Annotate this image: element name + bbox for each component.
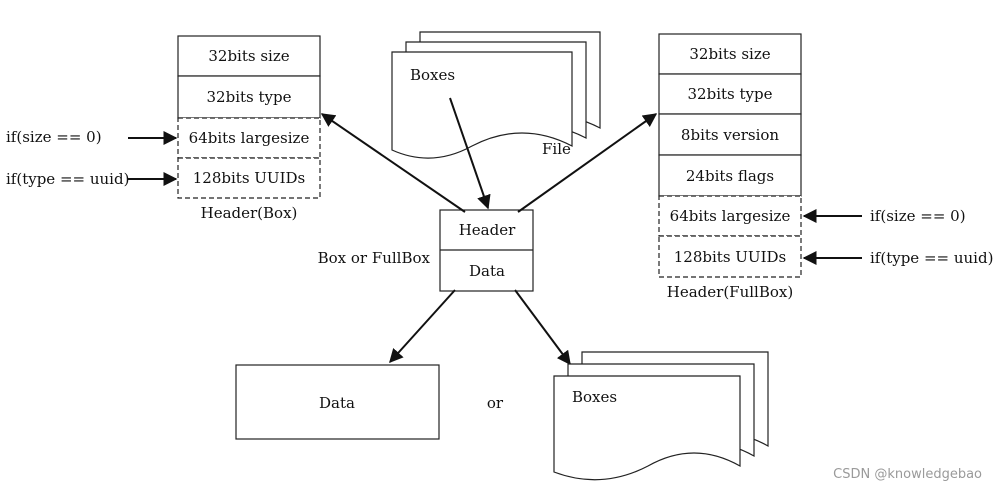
right-row-flags-label: 24bits flags	[686, 167, 774, 185]
bottom-data-box	[235, 364, 440, 440]
header-to-fullbox-header-arrow	[517, 113, 658, 213]
boxes-to-header-arrow	[449, 97, 491, 210]
bottom-boxes-label: Boxes	[572, 388, 617, 406]
header-to-box-header-arrow	[320, 113, 466, 213]
bottom-boxes-stack: Boxes	[553, 351, 769, 481]
left-row-type	[177, 75, 321, 119]
or-label: or	[487, 394, 504, 412]
file-caption: File	[542, 140, 571, 158]
file-page-front	[391, 51, 573, 159]
file-stack: Boxes File	[391, 31, 601, 159]
left-row-uuids	[177, 157, 321, 199]
bottom-data-label: Data	[319, 394, 355, 412]
right-row-uuids-label: 128bits UUIDs	[674, 248, 786, 266]
left-condition-type: if(type == uuid)	[6, 170, 129, 188]
right-condition-size: if(size == 0)	[870, 207, 966, 225]
right-row-size-label: 32bits size	[689, 45, 770, 63]
left-header-caption: Header(Box)	[201, 204, 298, 222]
center-header-label: Header	[459, 221, 516, 239]
left-row-size-label: 32bits size	[208, 47, 289, 65]
center-box-caption: Box or FullBox	[318, 249, 431, 267]
center-data-label: Data	[469, 262, 505, 280]
left-row-type-label: 32bits type	[207, 88, 292, 106]
right-row-version	[658, 113, 802, 156]
right-row-type-label: 32bits type	[688, 85, 773, 103]
right-row-version-label: 8bits version	[681, 126, 779, 144]
left-row-largesize-label: 64bits largesize	[189, 129, 310, 147]
center-box: Header Data Box or FullBox	[318, 209, 534, 292]
right-header-fullbox: 32bits size 32bits type 8bits version 24…	[658, 33, 802, 301]
left-header-box: 32bits size 32bits type 64bits largesize…	[177, 35, 321, 222]
watermark: CSDN @knowledgebao	[833, 467, 982, 482]
right-condition-type: if(type == uuid)	[870, 249, 993, 267]
file-boxes-label: Boxes	[410, 66, 455, 84]
right-row-largesize-label: 64bits largesize	[670, 207, 791, 225]
bottom-page-front	[553, 375, 741, 481]
left-condition-size: if(size == 0)	[6, 128, 102, 146]
right-header-caption: Header(FullBox)	[667, 283, 793, 301]
right-row-type	[658, 73, 802, 115]
right-row-size	[658, 33, 802, 75]
left-row-size	[177, 35, 321, 77]
left-row-uuids-label: 128bits UUIDs	[193, 169, 305, 187]
data-to-data-arrow	[389, 289, 456, 364]
data-to-boxes-arrow	[514, 289, 571, 366]
right-row-uuids	[658, 235, 802, 278]
